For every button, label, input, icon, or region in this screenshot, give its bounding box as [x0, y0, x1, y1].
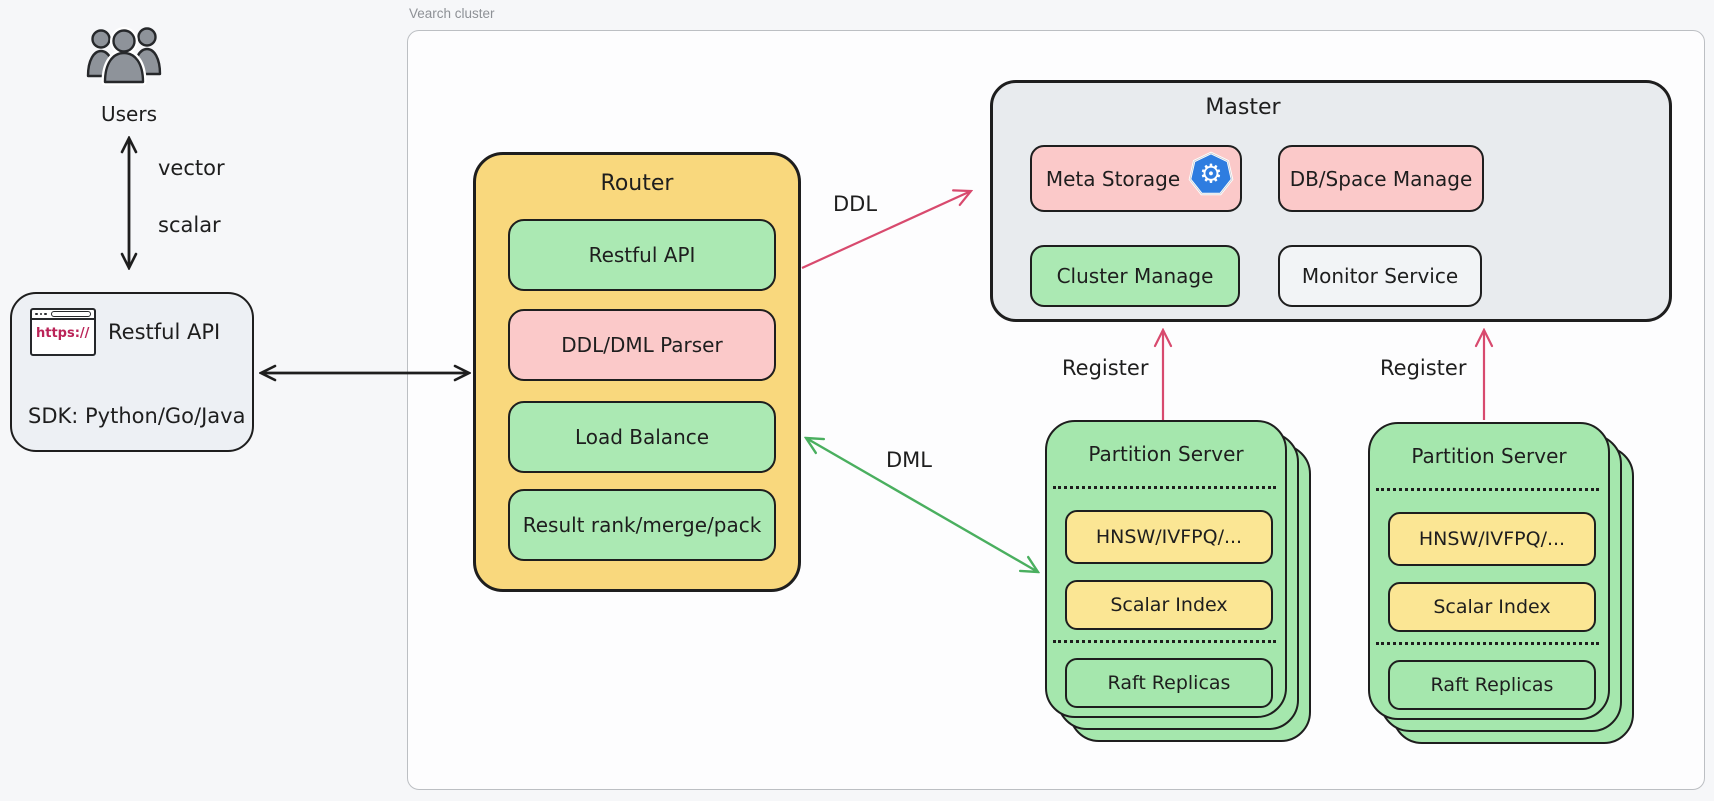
engine-label: Scalar Index — [1433, 596, 1551, 618]
dotted-separator — [1053, 640, 1276, 643]
register-label-right: Register — [1380, 356, 1467, 380]
engine-hnsw-ivfpq: HNSW/IVFPQ/... — [1065, 510, 1273, 564]
partition-server-stack-1: Partition Server HNSW/IVFPQ/... Scalar I… — [1045, 420, 1311, 744]
router-item-result-rank: Result rank/merge/pack — [508, 489, 776, 561]
svg-text:⚙: ⚙ — [1199, 160, 1222, 190]
register-arrow-left — [1152, 322, 1174, 420]
register-arrow-right — [1473, 322, 1495, 420]
ddl-label: DDL — [833, 192, 878, 216]
users-label: Users — [100, 102, 157, 126]
router-item-ddl-dml-parser: DDL/DML Parser — [508, 309, 776, 381]
master-cell-db-space-manage: DB/Space Manage — [1278, 145, 1484, 212]
router-item-restful-api: Restful API — [508, 219, 776, 291]
users-client-arrow — [116, 130, 142, 276]
client-title: Restful API — [108, 320, 221, 344]
client-sdk-label: SDK: Python/Go/Java — [28, 404, 246, 428]
master-cell-cluster-manage: Cluster Manage — [1030, 245, 1240, 307]
browser-url-text: https:// — [36, 326, 90, 341]
ddl-arrow — [801, 182, 990, 270]
engine-hnsw-ivfpq: HNSW/IVFPQ/... — [1388, 512, 1596, 566]
dotted-separator — [1053, 486, 1276, 489]
raft-replicas-label: Raft Replicas — [1430, 674, 1554, 696]
master-cell-label: DB/Space Manage — [1289, 166, 1473, 191]
engine-scalar-index: Scalar Index — [1065, 580, 1273, 630]
browser-titlebar — [32, 310, 94, 320]
raft-replicas-box: Raft Replicas — [1388, 660, 1596, 710]
master-title: Master — [1205, 95, 1281, 120]
browser-dot — [35, 312, 38, 316]
raft-replicas-box: Raft Replicas — [1065, 658, 1273, 708]
router-node: Router Restful API DDL/DML Parser Load B… — [473, 152, 801, 592]
master-node: Master Meta Storage ⚙ DB/Space Manage Cl… — [990, 80, 1672, 322]
client-node: https:// Restful API SDK: Python/Go/Java — [10, 292, 254, 452]
engine-scalar-index: Scalar Index — [1388, 582, 1596, 632]
scalar-label: scalar — [158, 212, 221, 237]
raft-replicas-label: Raft Replicas — [1107, 672, 1231, 694]
master-cell-label: Meta Storage — [1045, 166, 1181, 191]
register-label-left: Register — [1062, 356, 1149, 380]
partition-server-node: Partition Server HNSW/IVFPQ/... Scalar I… — [1045, 420, 1287, 718]
cluster-label: Vearch cluster — [409, 6, 495, 21]
kubernetes-icon: ⚙ — [1188, 151, 1234, 196]
master-cell-monitor-service: Monitor Service — [1278, 245, 1482, 307]
dotted-separator — [1376, 642, 1599, 645]
engine-label: HNSW/IVFPQ/... — [1095, 526, 1243, 548]
browser-icon: https:// — [30, 308, 96, 356]
dml-arrow — [798, 426, 1050, 584]
router-item-load-balance: Load Balance — [508, 401, 776, 473]
partition-server-title: Partition Server — [1411, 444, 1567, 468]
partition-server-stack-2: Partition Server HNSW/IVFPQ/... Scalar I… — [1368, 422, 1634, 746]
vector-label: vector — [158, 156, 225, 180]
router-item-label: Restful API — [588, 243, 696, 267]
browser-dot — [39, 312, 43, 316]
router-item-label: Load Balance — [574, 425, 710, 449]
partition-server-title: Partition Server — [1088, 442, 1244, 466]
router-item-label: Result rank/merge/pack — [522, 513, 762, 537]
browser-address-bar — [50, 310, 91, 318]
master-cell-meta-storage: Meta Storage ⚙ — [1030, 145, 1242, 212]
client-router-arrow — [254, 358, 476, 388]
engine-label: HNSW/IVFPQ/... — [1418, 528, 1566, 550]
users-icon — [86, 27, 162, 86]
dotted-separator — [1376, 488, 1599, 491]
router-item-label: DDL/DML Parser — [561, 333, 723, 357]
partition-server-node: Partition Server HNSW/IVFPQ/... Scalar I… — [1368, 422, 1610, 720]
dml-label: DML — [886, 448, 932, 472]
vector-scalar-label: vector scalar — [158, 154, 225, 239]
engine-label: Scalar Index — [1110, 594, 1228, 616]
router-title: Router — [600, 171, 674, 196]
master-cell-label: Cluster Manage — [1056, 264, 1214, 288]
browser-dot — [44, 312, 47, 316]
master-cell-label: Monitor Service — [1301, 264, 1459, 288]
